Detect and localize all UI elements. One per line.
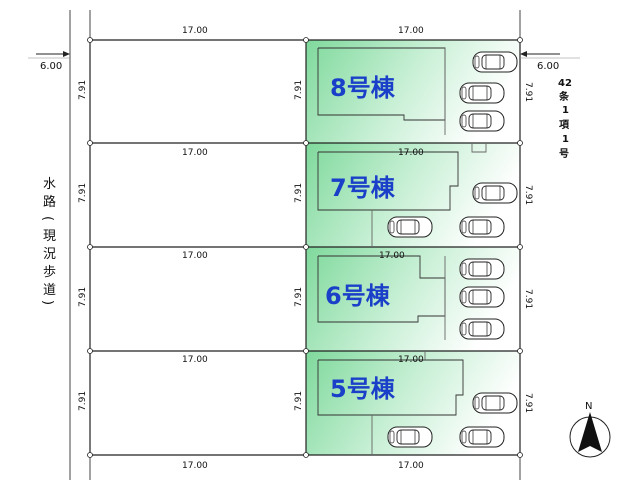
depth-dim-r2-right: 7.91 xyxy=(523,185,533,205)
car-icon xyxy=(472,392,518,414)
car-icon xyxy=(459,258,505,280)
right-road-width: 6.00 xyxy=(520,51,580,72)
width-dim-r4-left: 17.00 xyxy=(182,355,208,365)
car-icon xyxy=(459,110,505,132)
unit-label-5: 5号棟 xyxy=(330,375,396,403)
depth-dim-r2-left: 7.91 xyxy=(78,183,88,203)
waterway-char: ( xyxy=(40,216,55,221)
depth-dim-r4-mid: 7.91 xyxy=(294,391,304,411)
depth-dim-r3-mid: 7.91 xyxy=(294,287,304,307)
law-char: 号 xyxy=(559,148,569,160)
waterway-char: 歩 xyxy=(43,265,56,280)
building-footprints xyxy=(317,47,487,455)
car-icon xyxy=(459,318,505,340)
depth-dim-r1-left: 7.91 xyxy=(78,80,88,100)
width-dim-r4-right: 17.00 xyxy=(398,355,424,365)
waterway-char: ) xyxy=(40,300,55,305)
car-icon xyxy=(459,426,505,448)
law-char: 項 xyxy=(559,119,570,131)
corner-markers xyxy=(87,37,523,458)
car-icon xyxy=(459,286,505,308)
depth-dim-r4-right: 7.91 xyxy=(523,393,533,413)
width-dim-r3-right: 17.00 xyxy=(379,251,405,261)
law-char: 42 xyxy=(558,78,572,89)
car-icon xyxy=(472,51,518,73)
depth-dim-r1-right: 7.91 xyxy=(523,82,533,102)
unit-label-6: 6号棟 xyxy=(325,282,391,310)
law-char: 条 xyxy=(558,90,570,103)
width-dim-bottom-left: 17.00 xyxy=(182,461,208,471)
width-dim-r3-left: 17.00 xyxy=(182,251,208,261)
width-dim-r2-left: 17.00 xyxy=(182,148,208,158)
unit-label-8: 8号棟 xyxy=(330,74,396,102)
waterway-char: 況 xyxy=(43,247,56,262)
left-road-width: 6.00 xyxy=(28,51,70,72)
law-char: 1 xyxy=(562,105,569,116)
depth-dim-r4-left: 7.91 xyxy=(78,391,88,411)
north-arrow-icon xyxy=(578,412,602,452)
law-char: 1 xyxy=(562,134,569,145)
car-icon xyxy=(459,216,505,238)
road-law-label: 42 条 1 項 1 号 xyxy=(558,78,572,160)
north-compass: N xyxy=(569,401,611,458)
width-dim-bottom-right: 17.00 xyxy=(398,461,424,471)
right-road-width-label: 6.00 xyxy=(537,61,559,72)
unit-label-7: 7号棟 xyxy=(330,174,396,202)
car-icon xyxy=(472,182,518,204)
depth-dim-r3-left: 7.91 xyxy=(78,287,88,307)
depth-dim-r2-mid: 7.91 xyxy=(294,183,304,203)
car-icon xyxy=(387,216,433,238)
car-icon xyxy=(459,82,505,104)
waterway-char: 水 xyxy=(43,177,56,192)
waterway-char: 路 xyxy=(43,194,56,210)
waterway-char: 現 xyxy=(43,229,56,244)
car-icon xyxy=(387,426,433,448)
north-label: N xyxy=(585,401,592,412)
width-dim-r1-left: 17.00 xyxy=(182,26,208,36)
left-road-width-label: 6.00 xyxy=(40,61,62,72)
depth-dim-r1-mid: 7.91 xyxy=(294,80,304,100)
waterway-char: 道 xyxy=(43,283,56,298)
width-dim-r2-right: 17.00 xyxy=(398,148,424,158)
depth-dim-r3-right: 7.91 xyxy=(523,289,533,309)
width-dim-r1-right: 17.00 xyxy=(398,26,424,36)
waterway-label: 水 路 ( 現 況 歩 道 ) xyxy=(40,177,56,305)
